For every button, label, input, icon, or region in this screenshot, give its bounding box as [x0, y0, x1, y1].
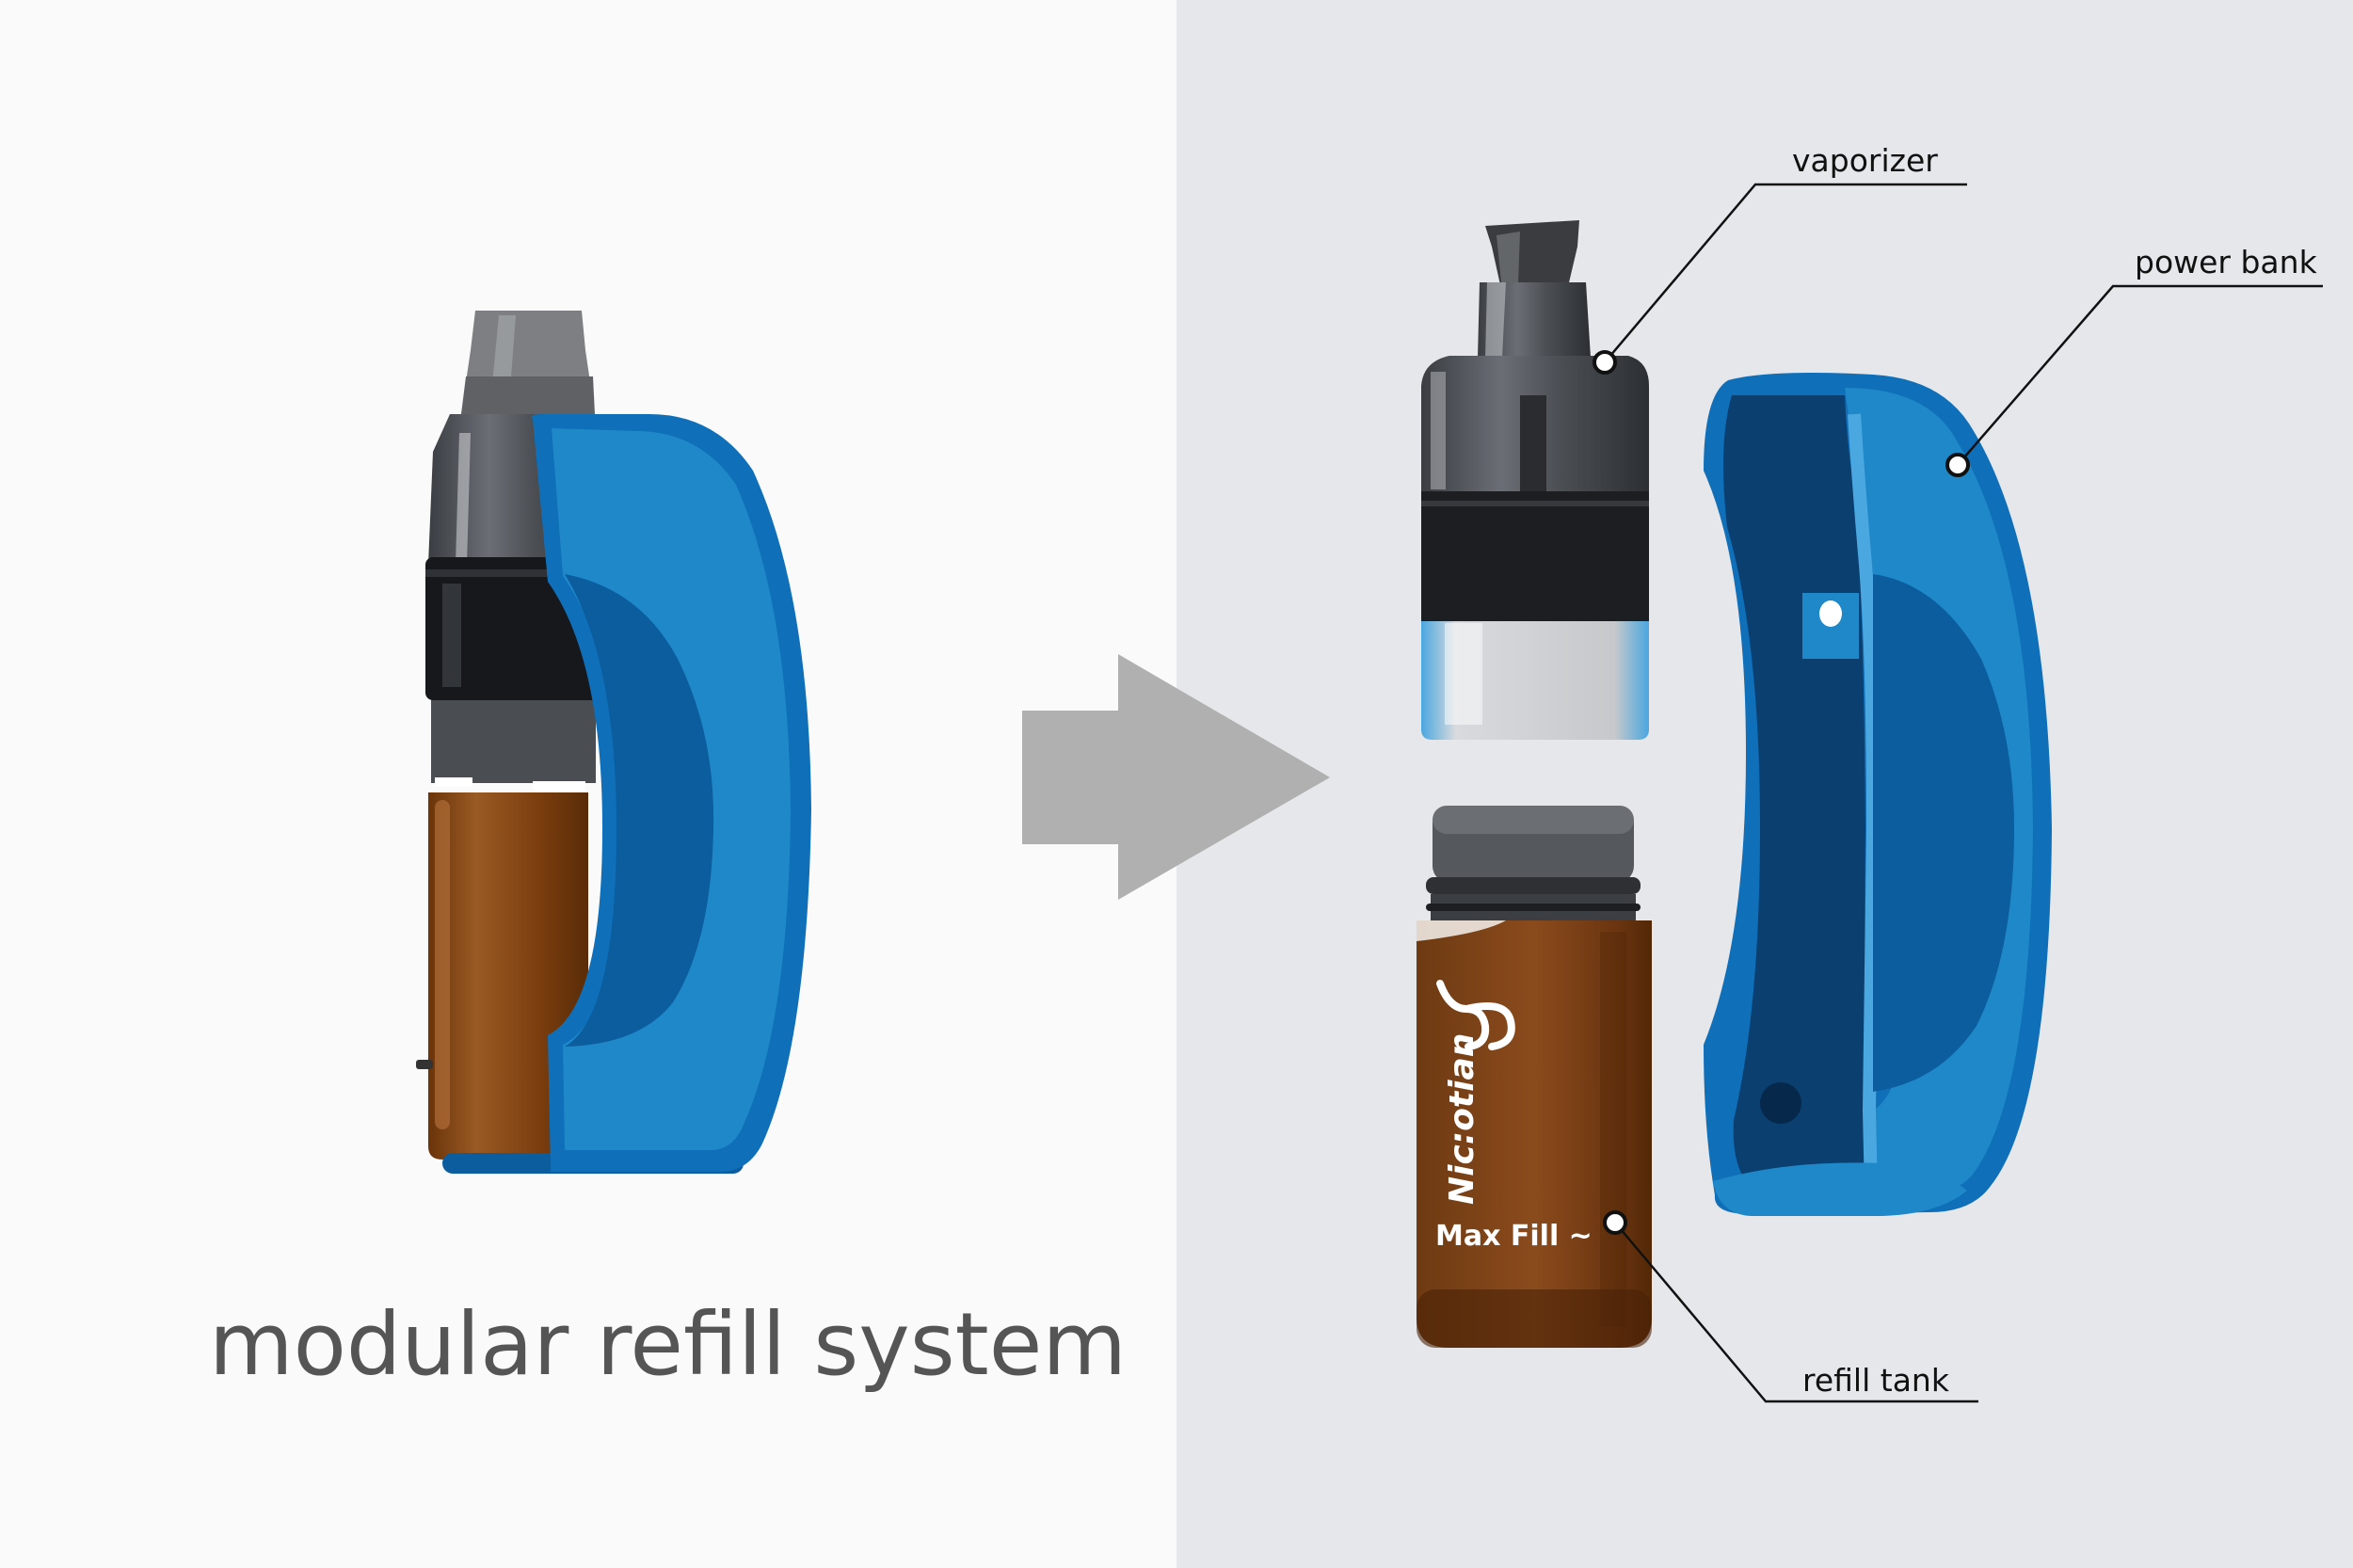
caption-text: modular refill system	[209, 1294, 1127, 1395]
bottle-fill-mark-text: Max Fill ~	[1435, 1220, 1593, 1253]
callout-vaporizer-label: vaporizer	[1792, 142, 1938, 179]
callout-refill-tank-label: refill tank	[1802, 1362, 1950, 1399]
callout-vaporizer-dot	[1594, 352, 1615, 373]
callout-refill-tank-dot	[1605, 1212, 1625, 1233]
callout-power-bank-label: power bank	[2135, 244, 2318, 280]
refill-tank-icon: Nic:otian Max Fill ~	[1417, 806, 1652, 1348]
power-bank-icon	[1704, 373, 2052, 1216]
bottle-brand-text: Nic:otian	[1443, 1033, 1481, 1205]
callout-power-bank-dot	[1947, 455, 1968, 475]
